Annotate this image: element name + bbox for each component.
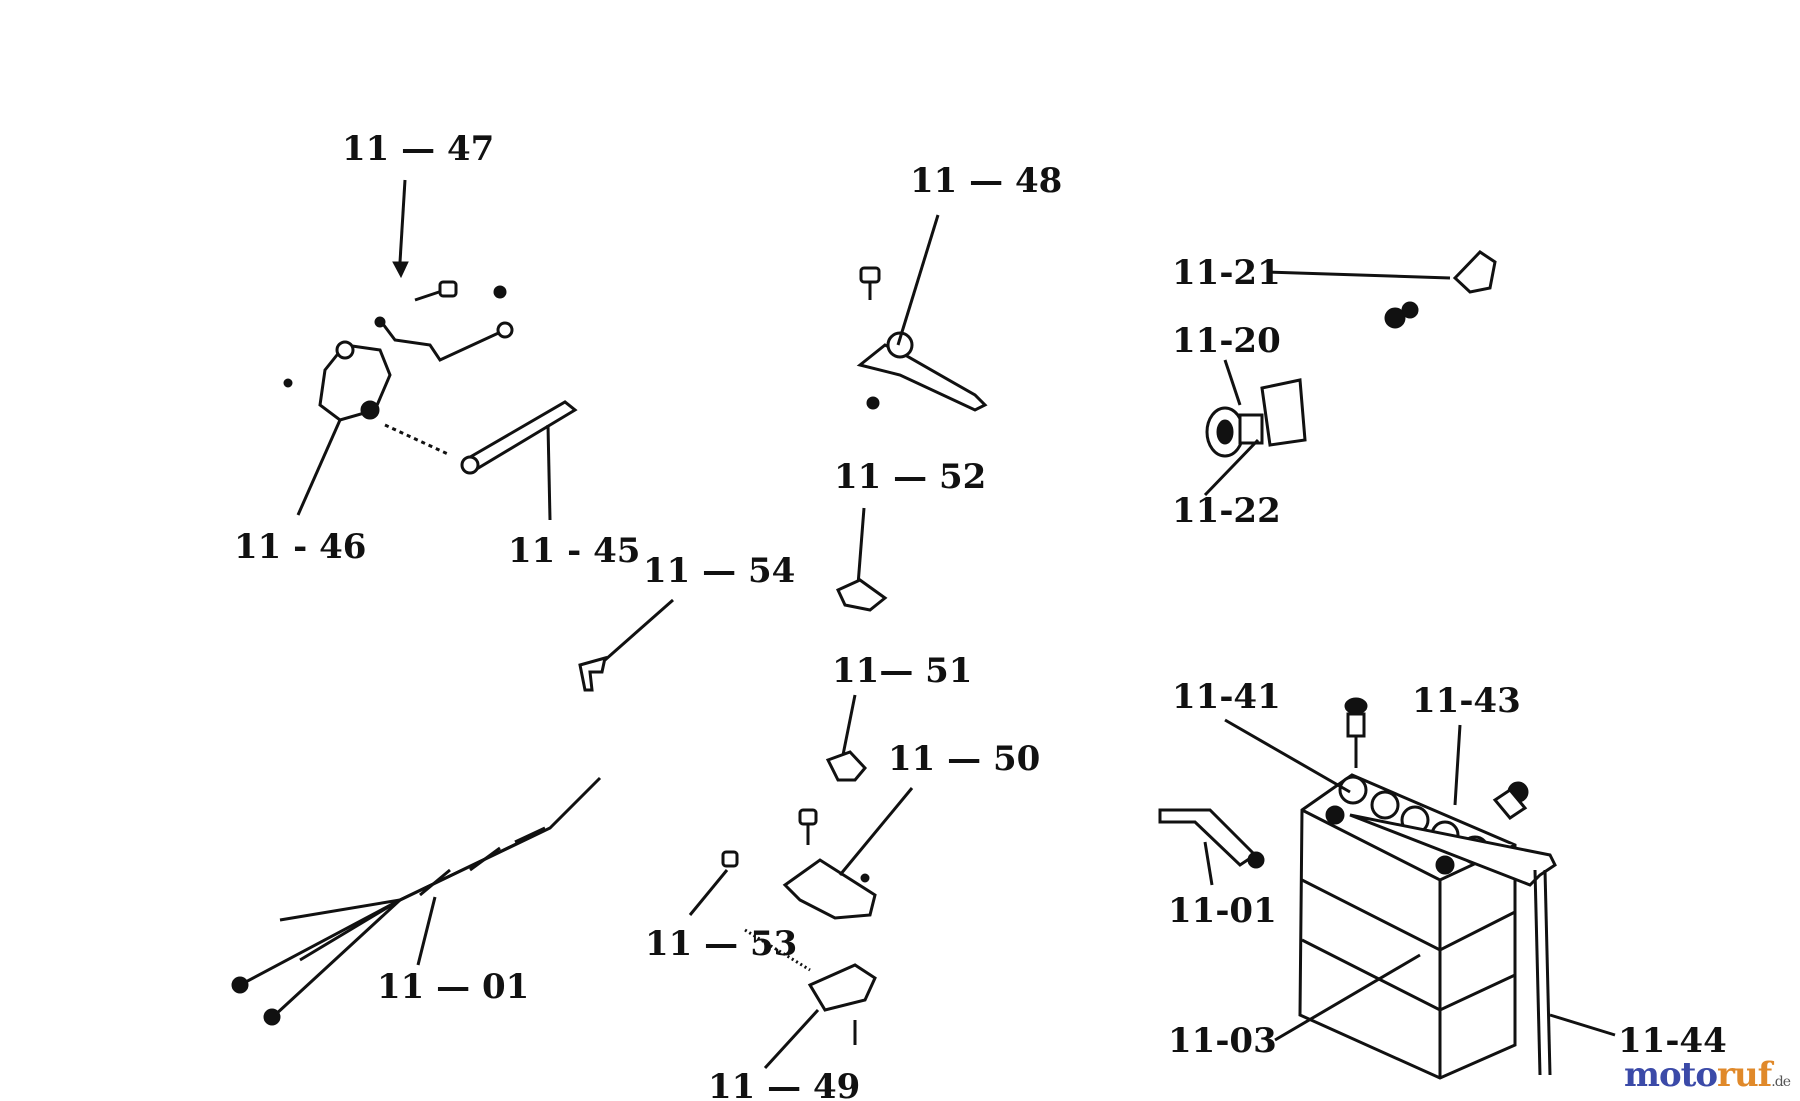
key-switch-assembly <box>1203 250 1497 497</box>
label-11-22: 11-22 <box>1172 491 1281 531</box>
label-11-48: 11 — 48 <box>910 161 1062 201</box>
watermark-tld: .de <box>1771 1074 1791 1090</box>
wiring-harness <box>231 776 602 1026</box>
label-11-46: 11 - 46 <box>234 527 366 567</box>
bracket-parts <box>688 787 914 1070</box>
label-11-43: 11-43 <box>1412 681 1521 721</box>
label-11-01-harness: 11 — 01 <box>377 967 529 1007</box>
label-11-03: 11-03 <box>1168 1021 1277 1061</box>
label-11-50: 11 — 50 <box>888 739 1040 779</box>
label-11-49: 11 — 49 <box>708 1067 860 1101</box>
label-11-53: 11 — 53 <box>645 924 797 964</box>
label-11-51: 11— 51 <box>832 651 972 691</box>
switch-assembly <box>283 179 578 521</box>
battery-assembly <box>1158 697 1616 1080</box>
clamp-parts <box>578 507 888 782</box>
label-11-54: 11 — 54 <box>643 551 795 591</box>
label-11-20: 11-20 <box>1172 321 1281 361</box>
lever-assembly <box>856 214 988 412</box>
watermark-part1: moto <box>1623 1055 1718 1095</box>
label-11-01-battery-cable: 11-01 <box>1168 891 1277 931</box>
label-11-21: 11-21 <box>1172 253 1281 293</box>
label-11-47: 11 — 47 <box>342 129 494 169</box>
label-11-44: 11-44 <box>1618 1021 1727 1061</box>
watermark-part2: ruf <box>1717 1055 1772 1095</box>
label-11-41: 11-41 <box>1172 677 1281 717</box>
label-11-45: 11 - 45 <box>508 531 640 571</box>
label-11-52: 11 — 52 <box>834 457 986 497</box>
motoruf-watermark: motoruf.de <box>1623 1055 1791 1095</box>
